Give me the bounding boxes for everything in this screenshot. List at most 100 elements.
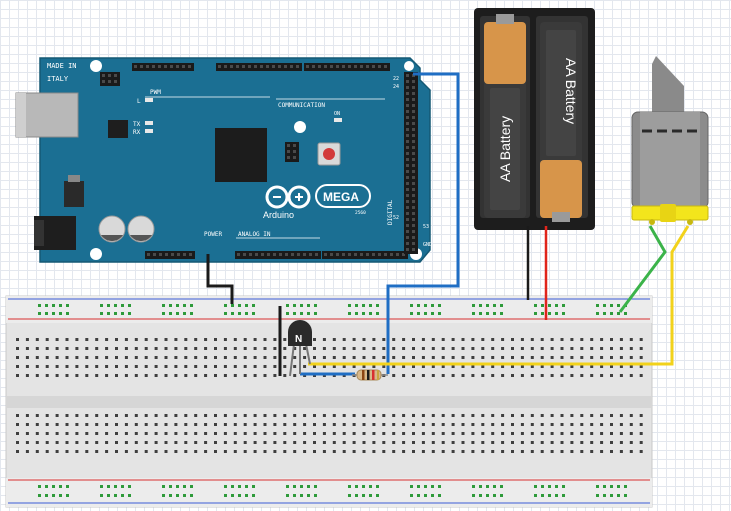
terminal-hole <box>223 423 227 426</box>
terminal-hole <box>372 414 376 417</box>
terminal-hole <box>560 423 564 426</box>
header-pin <box>114 74 117 77</box>
rail-hole <box>162 494 165 497</box>
center-channel <box>6 396 652 408</box>
header-pin <box>412 110 415 113</box>
terminal-hole <box>402 356 406 359</box>
capacitor-band <box>130 235 152 242</box>
rail-hole <box>486 304 489 307</box>
rail-hole <box>617 485 620 488</box>
terminal-hole <box>560 374 564 377</box>
terminal-hole <box>550 347 554 350</box>
terminal-hole <box>154 423 158 426</box>
terminal-hole <box>16 432 19 435</box>
battery-1-label: AA Battery <box>497 116 513 182</box>
terminal-hole <box>619 365 623 368</box>
terminal-hole <box>481 441 485 444</box>
terminal-hole <box>530 423 534 426</box>
pwm-label: PWM <box>150 89 161 96</box>
terminal-hole <box>313 347 316 350</box>
terminal-hole <box>273 356 277 359</box>
header-pin <box>336 253 339 256</box>
terminal-hole <box>115 441 118 444</box>
terminal-hole <box>85 441 89 444</box>
terminal-hole <box>233 338 237 341</box>
terminal-hole <box>124 365 128 368</box>
icsp-header <box>100 72 120 86</box>
terminal-hole <box>392 450 396 453</box>
terminal-hole <box>451 356 455 359</box>
terminal-hole <box>214 347 217 350</box>
transistor-body <box>288 320 312 346</box>
terminal-hole <box>273 423 277 426</box>
terminal-hole <box>115 423 118 426</box>
terminal-hole <box>194 374 198 377</box>
terminal-hole <box>16 450 19 453</box>
terminal-hole <box>105 441 109 444</box>
terminal-hole <box>342 450 346 453</box>
led-on <box>334 118 342 122</box>
header-pin <box>412 182 415 185</box>
terminal-hole <box>382 432 386 435</box>
header-pin <box>261 253 264 256</box>
terminal-hole <box>134 347 138 350</box>
header-pin <box>406 170 409 173</box>
terminal-hole <box>610 423 613 426</box>
rail-hole <box>555 304 558 307</box>
terminal-hole <box>610 365 613 368</box>
terminal-hole <box>560 365 564 368</box>
header-pin <box>243 253 246 256</box>
header-strip <box>132 63 194 71</box>
rail-hole <box>300 304 303 307</box>
rail-hole <box>410 312 413 315</box>
resistor-band <box>377 370 379 380</box>
header-pin <box>177 253 180 256</box>
terminal-hole <box>560 414 564 417</box>
header-pin <box>236 65 239 68</box>
terminal-hole <box>204 338 208 341</box>
terminal-hole <box>412 365 415 368</box>
terminal-hole <box>639 450 643 453</box>
header-pin <box>158 65 161 68</box>
terminal-hole <box>263 432 267 435</box>
rail-hole <box>300 485 303 488</box>
terminal-hole <box>174 356 178 359</box>
header-pin <box>412 236 415 239</box>
terminal-hole <box>16 441 19 444</box>
terminal-hole <box>95 441 99 444</box>
terminal-hole <box>461 450 465 453</box>
terminal-hole <box>85 365 89 368</box>
terminal-hole <box>243 338 247 341</box>
terminal-hole <box>362 347 366 350</box>
terminal-hole <box>392 414 396 417</box>
terminal-hole <box>481 365 485 368</box>
header-pin <box>303 253 306 256</box>
rail-hole <box>410 485 413 488</box>
terminal-hole <box>619 450 623 453</box>
rail-hole <box>438 485 441 488</box>
terminal-hole <box>481 374 485 377</box>
rail-hole <box>479 485 482 488</box>
header-pin <box>285 253 288 256</box>
header-pin <box>360 65 363 68</box>
battery-cell-1-terminal <box>496 14 514 24</box>
header-pin <box>406 80 409 83</box>
terminal-hole <box>16 356 19 359</box>
terminal-hole <box>263 365 267 368</box>
terminal-hole <box>451 450 455 453</box>
rail-hole <box>231 312 234 315</box>
header-pin <box>152 65 155 68</box>
terminal-hole <box>164 414 168 417</box>
terminal-hole <box>481 338 485 341</box>
header-pin <box>412 152 415 155</box>
terminal-hole <box>610 441 613 444</box>
rail-hole <box>252 494 255 497</box>
rail-hole <box>534 304 537 307</box>
rail-hole <box>59 312 62 315</box>
terminal-hole <box>75 423 79 426</box>
rail-hole <box>252 485 255 488</box>
terminal-hole <box>362 432 366 435</box>
terminal-hole <box>382 450 386 453</box>
rail-hole <box>548 485 551 488</box>
terminal-hole <box>362 414 366 417</box>
